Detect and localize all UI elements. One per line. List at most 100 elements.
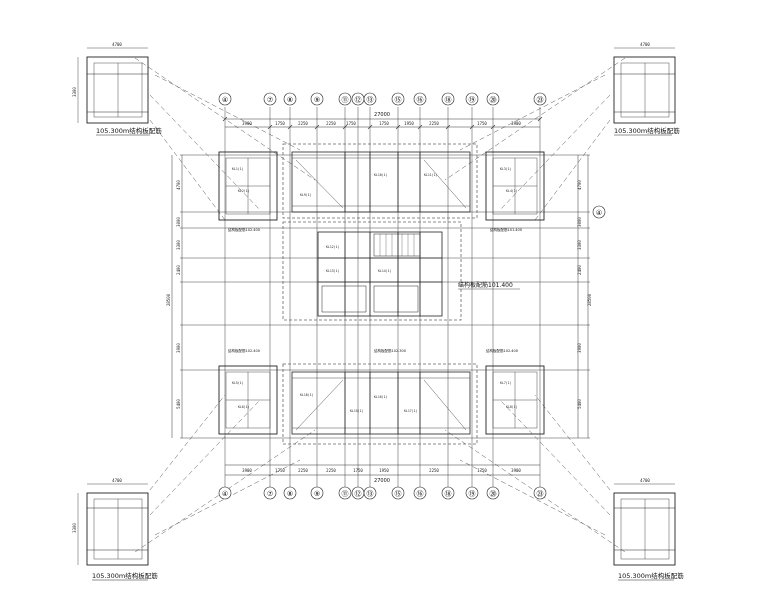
beam-tag: KL10(1) bbox=[374, 173, 388, 177]
dim-left-seg: 3900 bbox=[176, 343, 181, 353]
detail-width: 4700 bbox=[640, 478, 650, 483]
tower-boxes bbox=[218, 151, 545, 435]
axis-label: ④ bbox=[222, 96, 228, 104]
dim-top-seg: 3900 bbox=[511, 121, 521, 126]
side-axis-bubble bbox=[592, 205, 606, 219]
dim-top-seg: 1750 bbox=[346, 121, 356, 126]
dim-bottom-seg: 2250 bbox=[298, 468, 308, 473]
axis-label: ⑨ bbox=[314, 490, 320, 498]
middle-core-block bbox=[282, 221, 462, 321]
detail-top-right: 4700 105.300m结构板配筋 bbox=[613, 42, 680, 136]
axis-label: ⑧ bbox=[287, 490, 293, 498]
dim-bottom-segments: 3900 1750 2250 2250 1750 1950 2250 1750 … bbox=[242, 468, 521, 473]
dim-top-overall: 27000 bbox=[374, 112, 390, 118]
dimension-lines bbox=[171, 118, 589, 476]
beam-tag: KL4(1) bbox=[506, 189, 518, 193]
beam-tag: KL14(1) bbox=[378, 269, 392, 273]
axis-label: ⑪ bbox=[342, 96, 349, 104]
beam-tag: KL15(1) bbox=[350, 409, 364, 413]
beam-tag: KL11(1) bbox=[424, 173, 438, 177]
axis-label: ⑳ bbox=[490, 96, 497, 104]
dim-bottom-seg: 2250 bbox=[326, 468, 336, 473]
dim-top-seg: 1750 bbox=[275, 121, 285, 126]
tower-level-label: 结构板配筋102.300 bbox=[374, 348, 406, 353]
dim-top-seg: 2250 bbox=[429, 121, 439, 126]
axis-label: ㉓ bbox=[537, 490, 544, 498]
dim-left-segments: 28500 4700 3000 3300 2400 3900 5400 bbox=[166, 180, 181, 409]
beam-tag: KL13(1) bbox=[326, 269, 340, 273]
dim-top-seg: 1750 bbox=[379, 121, 389, 126]
beam-tag: KL3(1) bbox=[500, 167, 512, 171]
beam-tag: KL7(1) bbox=[500, 381, 512, 385]
dim-top-seg: 1750 bbox=[477, 121, 487, 126]
beam-tag: KL8(1) bbox=[506, 405, 518, 409]
axis-labels-top: ④ ⑦ ⑧ ⑨ ⑪ ⑫ ⑬ ⑮ ⑯ ⑱ ⑲ ⑳ ㉓ bbox=[222, 96, 544, 104]
dim-bottom-overall: 27000 bbox=[374, 478, 390, 484]
dim-right-seg: 2400 bbox=[577, 265, 582, 275]
detail-top-left: 4700 3300 105.300m结构板配筋 bbox=[72, 42, 162, 136]
lower-core-block bbox=[282, 363, 478, 445]
beam-tag: KL16(1) bbox=[374, 395, 388, 399]
axis-label: ⑬ bbox=[367, 96, 374, 104]
dim-right-seg: 3000 bbox=[577, 217, 582, 227]
tower-level-label: 结构板配筋102.400 bbox=[228, 348, 260, 353]
dim-bottom-seg: 1750 bbox=[353, 468, 363, 473]
axis-label: ⑪ bbox=[342, 490, 349, 498]
axis-label: ⑫ bbox=[355, 490, 362, 498]
dim-top-seg: 2250 bbox=[298, 121, 308, 126]
dim-left-overall: 28500 bbox=[166, 293, 171, 306]
axis-label: ⑦ bbox=[267, 490, 273, 498]
axis-label: ⑲ bbox=[469, 490, 476, 498]
dim-right-segments: 28500 4700 3000 3300 2400 3900 5400 bbox=[577, 180, 592, 409]
dim-bottom-seg: 1950 bbox=[379, 468, 389, 473]
beam-tag: KL1(1) bbox=[232, 167, 244, 171]
dim-top-seg: 2250 bbox=[326, 121, 336, 126]
detail-height: 3300 bbox=[72, 87, 77, 97]
axis-label: ⑮ bbox=[395, 490, 402, 498]
dim-right-overall: 28500 bbox=[587, 293, 592, 306]
axis-label: ⑯ bbox=[417, 490, 424, 498]
axis-label: ⑧ bbox=[287, 96, 293, 104]
detail-label: 105.300m结构板配筋 bbox=[614, 126, 680, 135]
dim-left-seg: 2400 bbox=[176, 265, 181, 275]
axis-bubbles-bottom bbox=[218, 486, 547, 500]
beam-tag: KL2(1) bbox=[238, 189, 250, 193]
axis-label: ④ bbox=[222, 490, 228, 498]
axis-label: ⑬ bbox=[367, 490, 374, 498]
side-axis-label: ④ bbox=[596, 209, 602, 217]
axis-label: ⑦ bbox=[267, 96, 273, 104]
axis-label: ⑫ bbox=[355, 96, 362, 104]
dim-left-seg: 3000 bbox=[176, 217, 181, 227]
center-level-label: 结构板配筋101.400 bbox=[458, 281, 513, 289]
beam-tag: KL17(1) bbox=[404, 409, 418, 413]
dim-right-seg: 5400 bbox=[577, 399, 582, 409]
axis-labels-bottom: ④ ⑦ ⑧ ⑨ ⑪ ⑫ ⑬ ⑮ ⑯ ⑱ ⑲ ⑳ ㉓ bbox=[222, 490, 544, 498]
tower-level-label: 结构板配筋102.400 bbox=[228, 227, 260, 232]
axis-label: ⑲ bbox=[469, 96, 476, 104]
detail-width: 4700 bbox=[640, 42, 650, 47]
tower-level-label: 结构板配筋101.400 bbox=[490, 227, 522, 232]
beam-tag: KL18(1) bbox=[300, 393, 314, 397]
dim-left-seg: 5400 bbox=[176, 399, 181, 409]
axis-bubbles-top bbox=[218, 92, 547, 106]
axis-label: ⑯ bbox=[417, 96, 424, 104]
axis-label: ⑳ bbox=[490, 490, 497, 498]
dim-bottom-seg: 2250 bbox=[429, 468, 439, 473]
dim-top-seg: 3900 bbox=[242, 121, 252, 126]
dimension-ticks bbox=[222, 116, 543, 130]
axis-label: ⑨ bbox=[314, 96, 320, 104]
dim-top-seg: 1950 bbox=[404, 121, 414, 126]
dim-bottom-seg: 1750 bbox=[275, 468, 285, 473]
tower-level-labels: 结构板配筋102.400 结构板配筋101.400 结构板配筋102.400 结… bbox=[228, 227, 522, 353]
dim-top-segments: 3900 1750 2250 2250 1750 1750 1950 2250 … bbox=[242, 121, 521, 126]
dim-right-seg: 3900 bbox=[577, 343, 582, 353]
dim-right-seg: 3300 bbox=[577, 240, 582, 250]
axis-label: ⑮ bbox=[395, 96, 402, 104]
detail-height: 3300 bbox=[72, 523, 77, 533]
tower-box-hatch bbox=[226, 158, 537, 428]
axis-label: ⑱ bbox=[445, 96, 452, 104]
dim-bottom-seg: 3900 bbox=[242, 468, 252, 473]
dim-bottom-seg: 3900 bbox=[511, 468, 521, 473]
detail-label: 105.300m结构板配筋 bbox=[92, 571, 158, 580]
